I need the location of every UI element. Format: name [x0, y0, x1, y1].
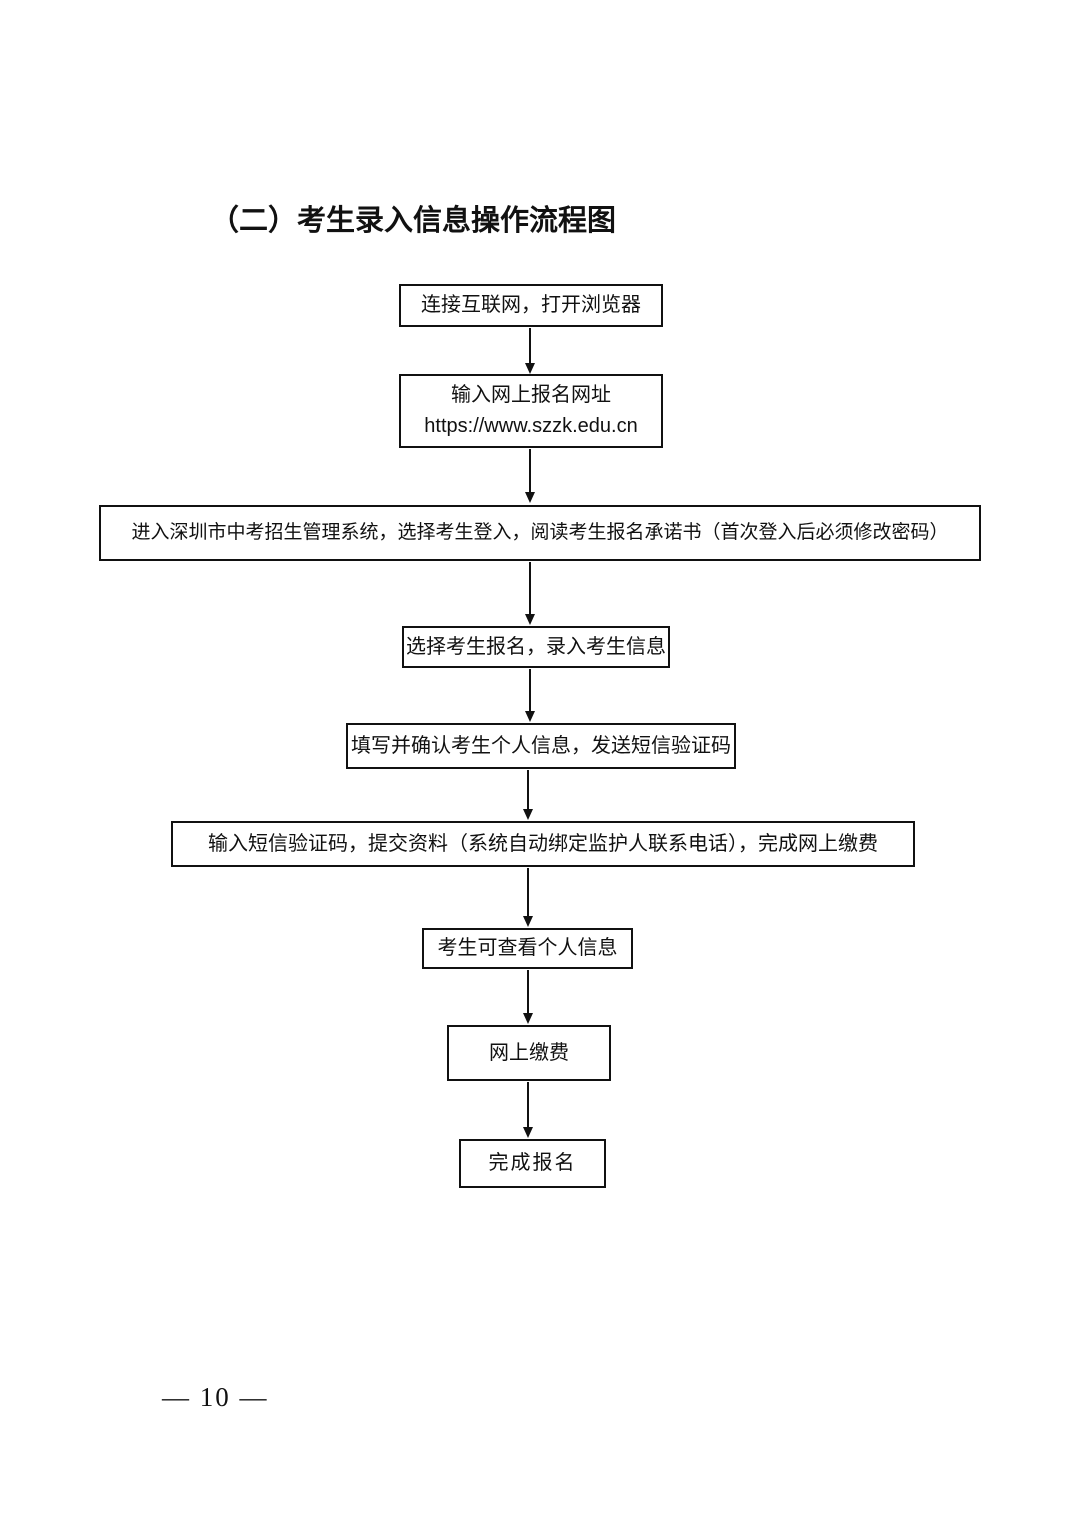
arrow-head-icon	[525, 614, 535, 625]
flow-node-submit-materials: 输入短信验证码，提交资料（系统自动绑定监护人联系电话），完成网上缴费	[171, 821, 915, 867]
flow-node-fill-confirm-info: 填写并确认考生个人信息，发送短信验证码	[346, 723, 736, 769]
flow-node-label: 完成报名	[488, 1152, 577, 1174]
arrow-head-icon	[525, 711, 535, 722]
down-arrow-connector	[524, 669, 536, 722]
section-title: （二）考生录入信息操作流程图	[210, 205, 617, 237]
arrow-shaft	[529, 669, 531, 711]
arrow-shaft	[527, 970, 529, 1013]
arrow-shaft	[529, 449, 531, 492]
flow-node-pay-online: 网上缴费	[447, 1025, 611, 1081]
arrow-head-icon	[523, 1013, 533, 1024]
flow-node-login-system: 进入深圳市中考招生管理系统，选择考生登入，阅读考生报名承诺书（首次登入后必须修改…	[99, 505, 981, 561]
flow-node-label: 选择考生报名，录入考生信息	[406, 635, 666, 658]
flow-node-label: 输入网上报名网址	[451, 384, 611, 406]
down-arrow-connector	[522, 770, 534, 820]
page-number: — 10 —	[162, 1382, 269, 1412]
arrow-head-icon	[523, 1127, 533, 1138]
down-arrow-connector	[522, 970, 534, 1024]
arrow-head-icon	[523, 809, 533, 820]
down-arrow-connector	[524, 562, 536, 625]
flow-node-label: 填写并确认考生个人信息，发送短信验证码	[351, 734, 731, 757]
flow-node-label: 网上缴费	[489, 1041, 569, 1064]
down-arrow-connector	[522, 1082, 534, 1138]
flow-node-select-registration: 选择考生报名，录入考生信息	[402, 626, 670, 668]
flow-node-finish-registration: 完成报名	[459, 1139, 606, 1188]
arrow-shaft	[529, 328, 531, 363]
down-arrow-connector	[522, 868, 534, 927]
flow-node-label: 考生可查看个人信息	[437, 937, 618, 959]
down-arrow-connector	[524, 328, 536, 374]
down-arrow-connector	[524, 449, 536, 503]
arrow-shaft	[527, 868, 529, 916]
arrow-shaft	[527, 1082, 529, 1127]
flow-node-view-personal-info: 考生可查看个人信息	[422, 928, 633, 969]
arrow-head-icon	[525, 492, 535, 503]
flow-node-connect-internet: 连接互联网，打开浏览器	[399, 284, 663, 327]
flow-node-label: 输入短信验证码，提交资料（系统自动绑定监护人联系电话），完成网上缴费	[208, 832, 878, 855]
registration-url: https://www.szzk.edu.cn	[424, 415, 638, 437]
flow-node-label: 连接互联网，打开浏览器	[421, 294, 641, 316]
arrow-head-icon	[525, 363, 535, 374]
flow-node-label: 进入深圳市中考招生管理系统，选择考生登入，阅读考生报名承诺书（首次登入后必须修改…	[131, 522, 949, 544]
arrow-shaft	[527, 770, 529, 809]
arrow-head-icon	[523, 916, 533, 927]
arrow-shaft	[529, 562, 531, 614]
flow-node-enter-url: 输入网上报名网址 https://www.szzk.edu.cn	[399, 374, 663, 448]
